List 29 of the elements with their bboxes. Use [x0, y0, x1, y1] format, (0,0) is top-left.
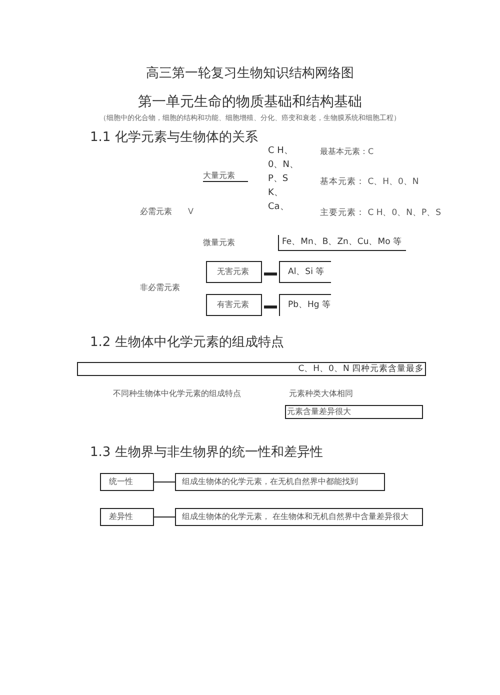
- category-box: 差异性: [100, 508, 154, 526]
- element-list: C H、 0、N、 P、S K、 Ca、: [268, 146, 304, 212]
- category-box: 无害元素: [206, 261, 262, 283]
- connector-line: [154, 516, 176, 518]
- statement-box: 组成生物体的化学元素， 在生物体和无机自然界中含量差异很大: [175, 508, 423, 526]
- feature-label: 不同种生物体中化学元素的组成特点: [113, 388, 283, 400]
- element-label: 微量元素: [203, 237, 253, 249]
- element-label: 主要元素： C H、0、N、P、S: [320, 207, 460, 219]
- connector-line: [264, 272, 277, 276]
- element-box: Al、Si 等: [279, 261, 331, 283]
- section-heading: 1.1 化学元素与生物体的关系: [90, 130, 258, 146]
- bracket-mark: V: [188, 207, 194, 217]
- category-box: 统一性: [100, 473, 154, 491]
- feature-label: 元素种类大体相同: [289, 388, 379, 400]
- section-heading: 1.3 生物界与非生物界的统一性和差异性: [90, 445, 323, 461]
- connector-line: [264, 306, 277, 308]
- statement-box: 组成生物体的化学元素，在无机自然界中都能找到: [175, 473, 385, 491]
- category-box: 有害元素: [206, 294, 262, 316]
- section-heading: 1.2 生物体中化学元素的组成特点: [90, 335, 284, 351]
- unit-heading: 第一单元生命的物质基础和结构基础: [137, 94, 363, 111]
- element-label: 大量元素: [203, 170, 248, 182]
- element-label: 基本元素： C、H、0、N: [320, 176, 430, 188]
- title: 高三第一轮复习生物知识结构网络图: [145, 66, 355, 82]
- feature-box: 元素含量差异很大: [285, 405, 423, 419]
- element-label: 最基本元素：C: [320, 146, 410, 158]
- feature-box: C、H、0、N 四种元素含量最多: [77, 362, 426, 376]
- element-label: 非必需元素: [140, 282, 200, 294]
- element-box: Pb、Hg 等: [279, 294, 331, 316]
- element-box: Fe、Mn、B、Zn、Cu、Mo 等: [278, 235, 406, 251]
